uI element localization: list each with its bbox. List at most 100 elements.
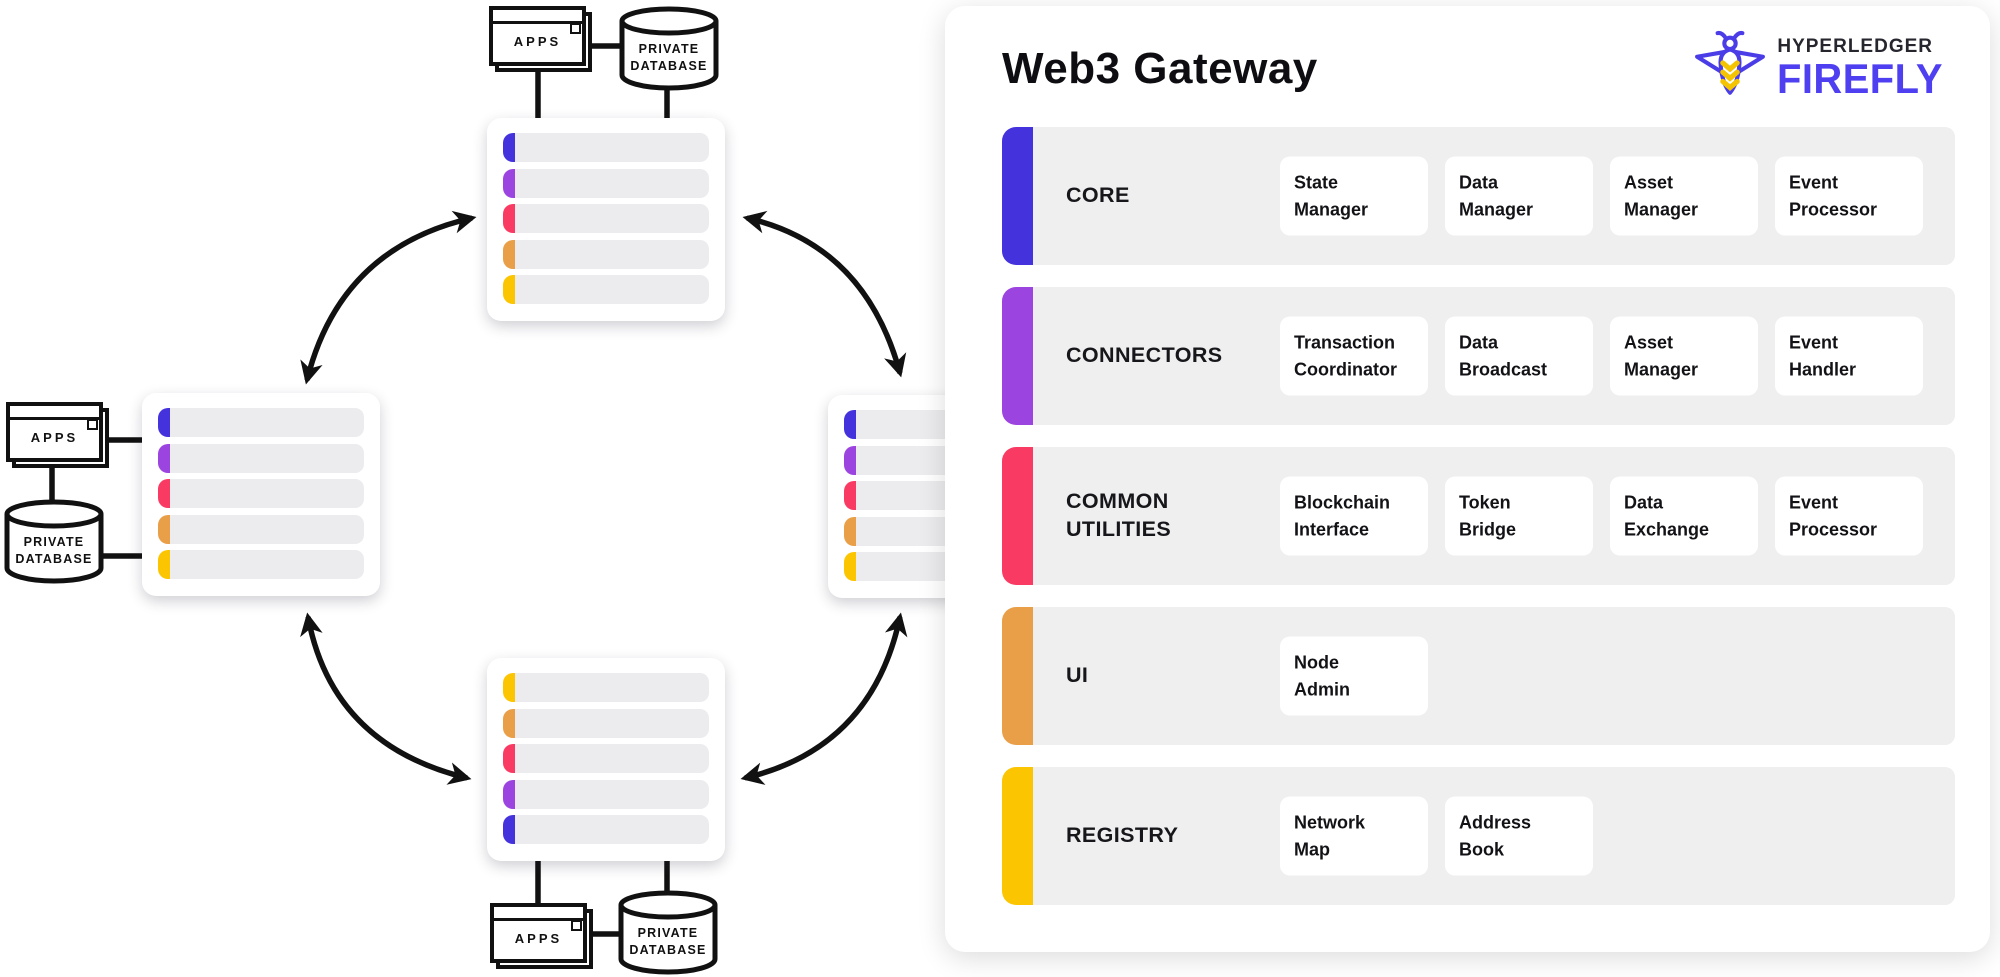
node-service-bar [158, 550, 364, 579]
node-service-track [170, 408, 364, 437]
private-database-cylinder: PRIVATE DATABASE [617, 5, 721, 95]
node-service-bar [503, 239, 709, 269]
node-service-bar [503, 168, 709, 198]
node-service-bar [503, 744, 709, 773]
node-service-accent [503, 275, 515, 304]
component-card: Asset Manager [1610, 316, 1758, 396]
apps-window-frame: APPS [489, 6, 586, 66]
database-icon [618, 890, 718, 975]
node-service-track [515, 239, 709, 269]
sync-arrow [300, 210, 477, 385]
firefly-node-card [487, 118, 725, 321]
apps-label: APPS [30, 430, 79, 445]
component-card: Address Book [1445, 796, 1593, 876]
node-service-accent [503, 673, 515, 702]
node-service-track [515, 204, 709, 233]
layer-accent-bar [1002, 127, 1033, 265]
node-service-accent [503, 133, 515, 162]
database-label: PRIVATE DATABASE [630, 42, 708, 73]
node-service-bar [503, 673, 709, 702]
node-service-accent [158, 550, 170, 579]
sync-arrow [300, 612, 472, 785]
node-service-track [515, 779, 709, 809]
node-service-accent [503, 204, 515, 233]
node-service-bar [503, 133, 709, 162]
node-service-accent [844, 552, 856, 581]
node-service-accent [158, 479, 170, 508]
node-service-accent [158, 408, 170, 437]
node-service-accent [503, 239, 515, 269]
apps-label: APPS [513, 34, 562, 49]
node-service-bar [503, 708, 709, 738]
node-service-bar [503, 204, 709, 233]
web3-gateway-panel: Web3 Gateway HYPERLEDGER [945, 6, 1990, 952]
apps-window-titlebar [493, 10, 582, 24]
node-service-track [515, 133, 709, 162]
component-card: Event Processor [1775, 476, 1923, 556]
node-service-bar [503, 779, 709, 809]
node-service-track [515, 168, 709, 198]
component-card: Data Exchange [1610, 476, 1758, 556]
firefly-bee-icon [1695, 30, 1766, 95]
logo-text-firefly: FIREFLY [1777, 55, 1944, 102]
node-service-accent [844, 445, 856, 475]
component-card: Event Processor [1775, 156, 1923, 236]
apps-window-control [570, 23, 581, 34]
component-card: Data Broadcast [1445, 316, 1593, 396]
component-card: Blockchain Interface [1280, 476, 1428, 556]
node-service-track [515, 673, 709, 702]
node-service-bar [158, 443, 364, 473]
apps-window-control [87, 419, 98, 430]
layer-label: COMMON UTILITIES [1066, 489, 1172, 541]
node-service-accent [844, 481, 856, 510]
apps-window-titlebar [10, 406, 99, 420]
sync-arrow [740, 612, 908, 785]
layer-label: CORE [1066, 183, 1130, 208]
node-service-accent [503, 815, 515, 844]
apps-window: APPS [489, 6, 592, 72]
node-service-accent [158, 443, 170, 473]
node-service-bar [158, 408, 364, 437]
node-service-accent [158, 514, 170, 544]
apps-window: APPS [6, 402, 109, 468]
component-card: Node Admin [1280, 636, 1428, 716]
node-service-track [515, 815, 709, 844]
layer-label: REGISTRY [1066, 823, 1179, 848]
node-service-track [170, 550, 364, 579]
node-service-track [170, 443, 364, 473]
private-database-cylinder: PRIVATE DATABASE [616, 889, 720, 977]
page-title: Web3 Gateway [1002, 44, 1318, 93]
layer-accent-bar [1002, 607, 1033, 745]
node-service-track [515, 708, 709, 738]
private-database-cylinder: PRIVATE DATABASE [2, 498, 106, 588]
layer-accent-bar [1002, 447, 1033, 585]
node-service-track [515, 275, 709, 304]
layer-row-background [1033, 607, 1955, 745]
component-card: Network Map [1280, 796, 1428, 876]
firefly-node-card [142, 393, 380, 596]
hyperledger-firefly-logo: HYPERLEDGER FIREFLY [1693, 28, 1952, 106]
component-card: Event Handler [1775, 316, 1923, 396]
apps-window-control [571, 920, 582, 931]
node-service-accent [503, 168, 515, 198]
logo-text-hyperledger: HYPERLEDGER [1777, 36, 1933, 57]
database-label: PRIVATE DATABASE [629, 926, 707, 957]
apps-label: APPS [514, 931, 563, 946]
component-card: Data Manager [1445, 156, 1593, 236]
node-service-track [515, 744, 709, 773]
layer-accent-bar [1002, 287, 1033, 425]
component-card: Asset Manager [1610, 156, 1758, 236]
node-service-accent [844, 410, 856, 439]
layer-cards: Node Admin [1280, 636, 1428, 716]
node-service-accent [503, 779, 515, 809]
node-service-track [170, 514, 364, 544]
